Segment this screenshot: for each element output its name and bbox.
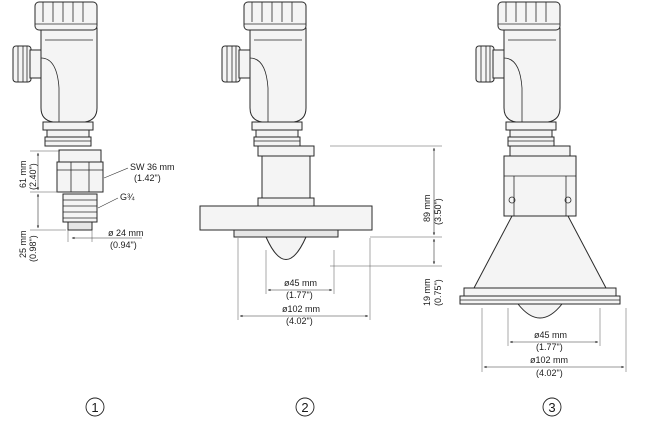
variant-number-2: 2 — [301, 400, 308, 415]
v1-height-a: 61 mm — [18, 160, 28, 188]
v2-dia-large: ø102 mm — [282, 304, 320, 314]
v1-sw-label: SW 36 mm — [130, 162, 175, 172]
v3-dia-small: ø45 mm — [534, 330, 567, 340]
v3-dia-small-inch: (1.77") — [536, 342, 563, 352]
variant-marker-1: 1 — [85, 397, 105, 417]
v2-dia-small: ø45 mm — [284, 278, 317, 288]
variant-2-drawing — [199, 1, 373, 260]
v1-height-b-inch: (0.98") — [28, 235, 38, 262]
variant-number-1: 1 — [91, 400, 98, 415]
variant-3-drawing — [459, 1, 621, 319]
v2-height-a: 89 mm — [422, 194, 432, 222]
variant-1-drawing — [12, 1, 104, 231]
variant-number-3: 3 — [548, 400, 555, 415]
variant-marker-2: 2 — [295, 397, 315, 417]
v2-dia-large-inch: (4.02") — [286, 316, 313, 326]
v1-sw-inch: (1.42") — [134, 173, 161, 183]
v2-dia-small-inch: (1.77") — [286, 290, 313, 300]
variant-marker-3: 3 — [542, 397, 562, 417]
v1-height-a-inch: (2.40") — [28, 163, 38, 190]
v3-dia-large: ø102 mm — [530, 355, 568, 365]
v1-diameter: ø 24 mm — [108, 228, 144, 238]
v1-height-b: 25 mm — [18, 230, 28, 258]
v2-height-b: 19 mm — [422, 278, 432, 306]
v1-diameter-inch: (0.94") — [110, 240, 137, 250]
v2-height-a-inch: (3.50") — [433, 198, 443, 225]
v3-dia-large-inch: (4.02") — [536, 368, 563, 378]
v2-height-b-inch: (0.75") — [433, 279, 443, 306]
v1-thread-label: G¾ — [120, 192, 135, 202]
